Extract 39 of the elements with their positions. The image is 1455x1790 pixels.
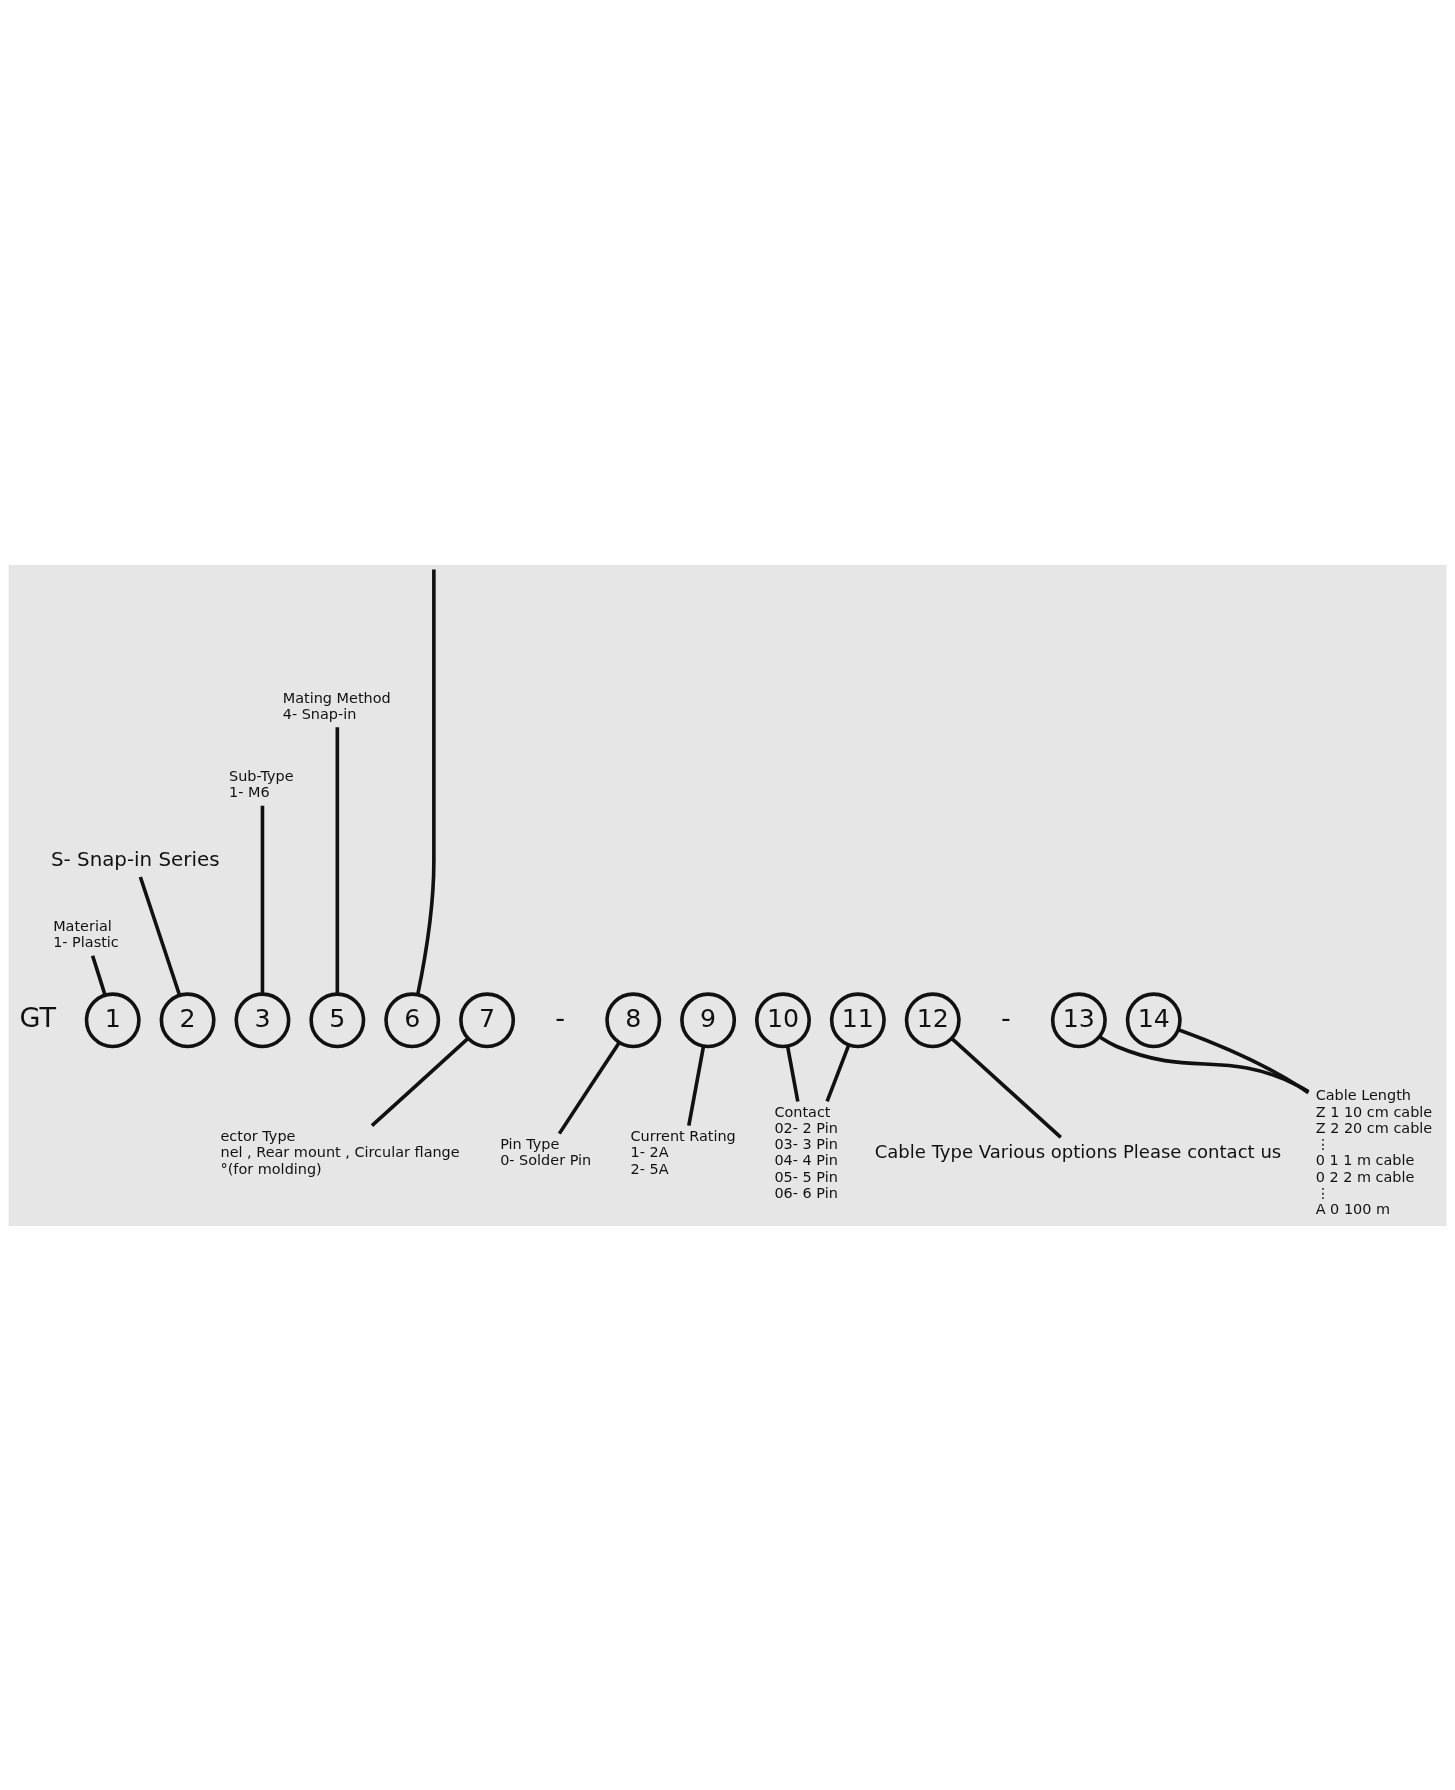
label: GT	[19, 1001, 57, 1033]
node-text: Mating Method 4- Snap-in	[282, 689, 391, 722]
node-circle: 13	[1050, 991, 1107, 1048]
node-text: Cable Type Various options Please contact us	[874, 1140, 1282, 1162]
node-text: Cable Length Z 1 10 cm cable Z 2 20 cm cable ⋮ 0 1 1 m cable 0 2 2 m cable ⋮ A 0 100 m	[1315, 1086, 1433, 1217]
node-circle: 12	[904, 991, 961, 1048]
node-text: Current Rating 1- 2A 2- 5A	[630, 1127, 736, 1176]
node-circle: 6	[384, 991, 441, 1048]
connector	[335, 726, 340, 994]
label: -	[555, 1001, 566, 1033]
label: -	[1000, 1001, 1011, 1033]
node-text: ector Type nel , Rear mount , Circular flange °(for molding)	[220, 1127, 460, 1176]
node-circle: 8	[605, 991, 662, 1048]
node-text: Material 1- Plastic	[53, 917, 119, 950]
connector	[90, 954, 107, 996]
connector	[138, 875, 182, 996]
connector	[825, 1043, 851, 1102]
connector	[1177, 1027, 1310, 1094]
node-circle: 3	[234, 991, 291, 1048]
connector	[785, 1045, 800, 1102]
node-text: Contact 02- 2 Pin 03- 3 Pin 04- 4 Pin 05- 5 Pin 06- 6 Pin	[774, 1103, 838, 1201]
connector	[415, 568, 436, 995]
node-circle: 14	[1125, 991, 1182, 1048]
node-circle: 10	[755, 991, 811, 1048]
node-circle: 11	[829, 991, 886, 1048]
node-text: Sub-Type 1- M6	[229, 767, 294, 800]
connector	[370, 1036, 470, 1127]
connector	[557, 1041, 621, 1135]
node-text: Pin Type 0- Solder Pin	[500, 1135, 592, 1168]
connector	[1098, 1034, 1310, 1093]
node-circle: 9	[680, 991, 737, 1048]
node-circle: 7	[459, 991, 516, 1048]
node-text: S- Snap-in Series	[51, 847, 220, 871]
connector	[260, 805, 265, 994]
node-circle: 1	[84, 991, 141, 1048]
connector	[950, 1036, 1062, 1139]
node-circle: 2	[159, 991, 216, 1048]
connector	[687, 1045, 706, 1126]
node-circle: 5	[309, 991, 366, 1048]
